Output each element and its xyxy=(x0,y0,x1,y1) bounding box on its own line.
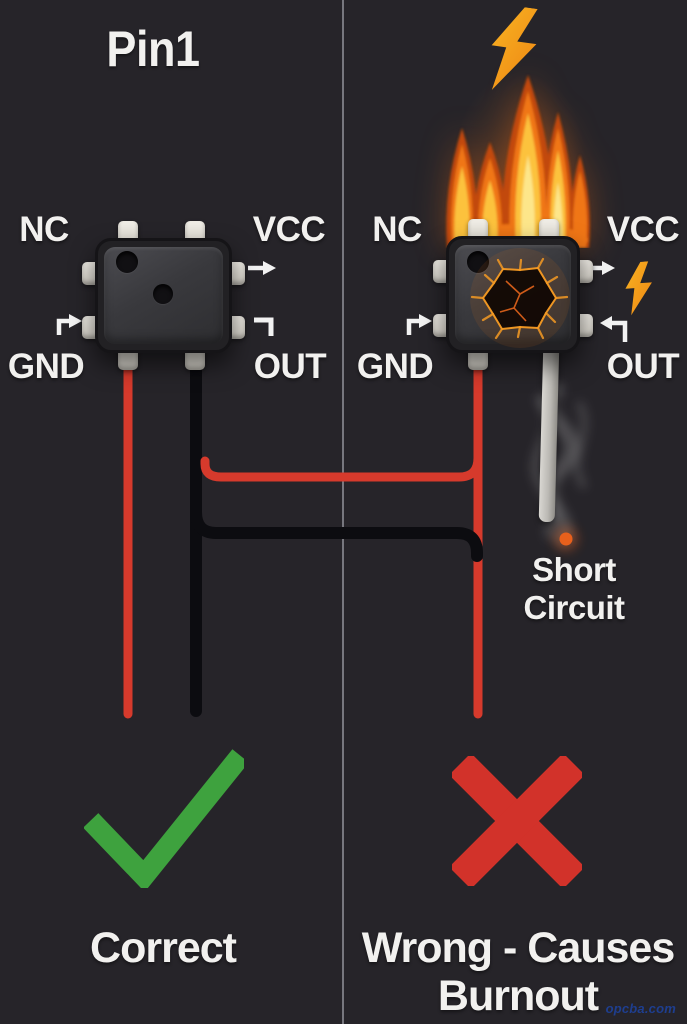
left-label-nc: NC xyxy=(19,210,69,249)
page-title: Pin1 xyxy=(106,21,200,77)
gnd-arrow-icon xyxy=(56,314,82,335)
short-circuit-label: Short Circuit xyxy=(523,551,625,627)
left-label-vcc: VCC xyxy=(252,210,326,249)
out-corner-icon xyxy=(254,317,274,336)
wrong-caption: Wrong - Causes Burnout xyxy=(361,924,676,1021)
center-dot-icon xyxy=(153,284,173,304)
wrong-caption-line2: Burnout xyxy=(437,972,599,1021)
x-mark-icon xyxy=(452,756,582,886)
short-circuit-line2: Circuit xyxy=(523,588,625,626)
left-chip xyxy=(82,221,245,370)
left-label-gnd: GND xyxy=(7,347,85,386)
right-chip xyxy=(433,219,593,523)
smoke-icon xyxy=(530,382,589,552)
left-label-out: OUT xyxy=(253,347,327,386)
gnd-arrow-icon xyxy=(406,314,432,335)
vcc-arrow-icon xyxy=(248,261,276,275)
short-circuit-line1: Short xyxy=(532,551,616,588)
burn-crater-icon xyxy=(470,248,570,348)
lightning-bolt-icon xyxy=(491,7,538,90)
checkmark-icon xyxy=(84,749,244,888)
right-label-nc: NC xyxy=(372,210,422,249)
small-lightning-bolt-icon xyxy=(625,261,652,316)
pin1-dot-icon xyxy=(116,251,138,273)
wrong-caption-line1: Wrong - Causes xyxy=(361,924,676,972)
correct-caption: Correct xyxy=(90,924,237,972)
short-circuit-red-wire xyxy=(200,375,483,482)
out-return-arrow-icon xyxy=(600,316,628,342)
right-label-gnd: GND xyxy=(356,347,434,386)
watermark: opcba.com xyxy=(605,1001,676,1016)
panel-divider xyxy=(342,0,344,1024)
pin1-dot-icon xyxy=(467,251,489,273)
right-label-out: OUT xyxy=(606,347,680,386)
short-circuit-black-wire xyxy=(190,374,483,562)
ember-icon xyxy=(559,532,573,546)
right-label-vcc: VCC xyxy=(606,210,680,249)
